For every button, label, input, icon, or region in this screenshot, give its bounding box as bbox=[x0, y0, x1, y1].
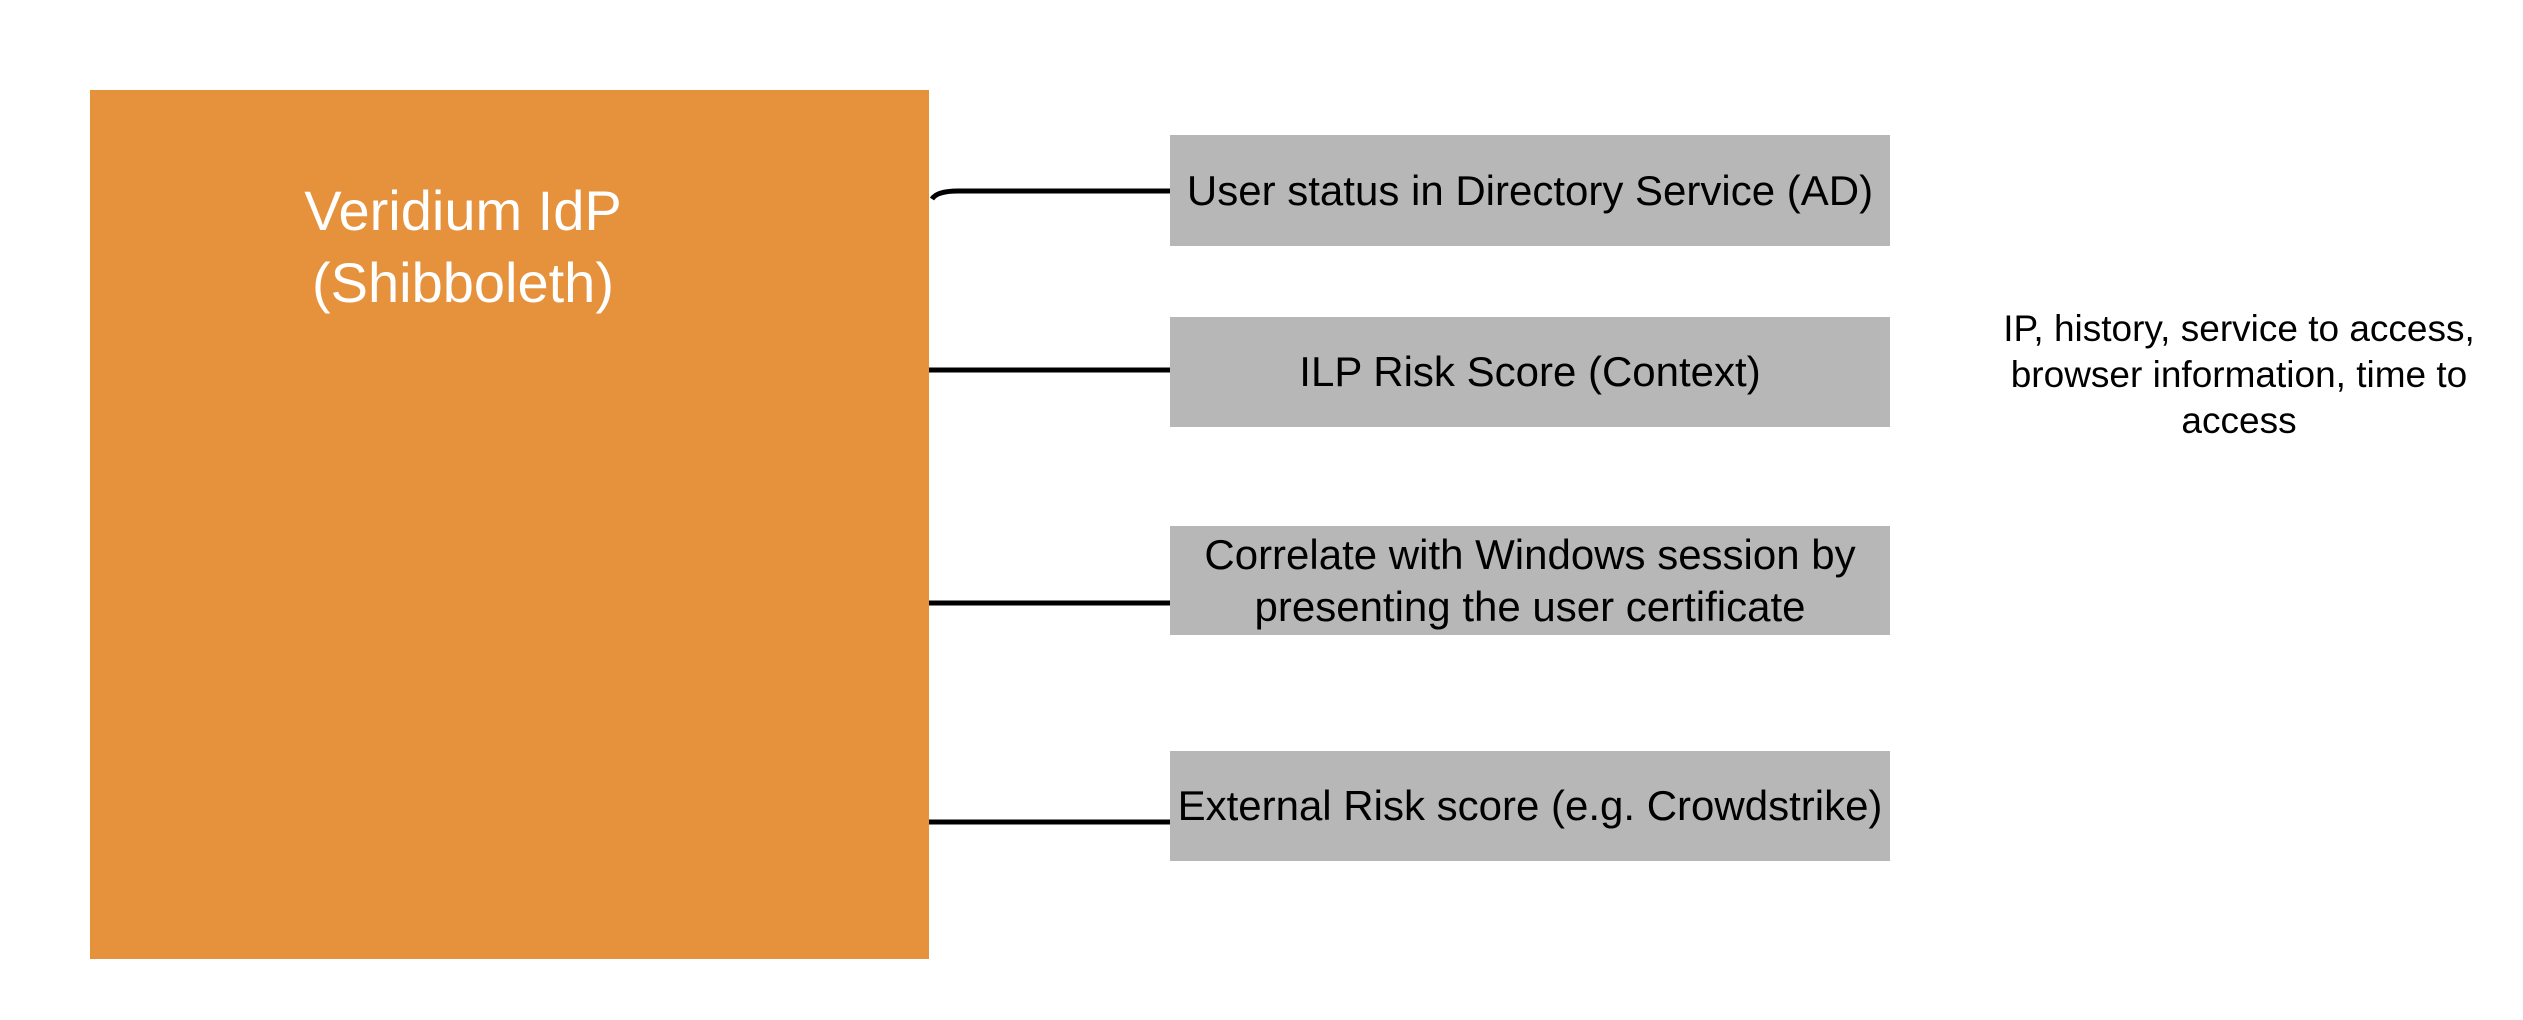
connector-line-1 bbox=[929, 188, 1170, 201]
factor-box-label: ILP Risk Score (Context) bbox=[1299, 348, 1761, 395]
factor-box: User status in Directory Service (AD) bbox=[1170, 135, 1890, 246]
idp-box-label: Veridium IdP (Shibboleth) bbox=[304, 179, 622, 314]
factor-box: External Risk score (e.g. Crowdstrike) bbox=[1170, 751, 1890, 861]
factor-box-label: User status in Directory Service (AD) bbox=[1186, 166, 1874, 214]
annotation-text: IP, history, service to access, browser … bbox=[2003, 308, 2475, 441]
factor-box-label: External Risk score (e.g. Crowdstrike) bbox=[1177, 782, 1883, 829]
idp-box: Veridium IdP (Shibboleth) bbox=[90, 90, 929, 959]
factor-box: Correlate with Windows session by presen… bbox=[1170, 526, 1890, 635]
factor-box-label: Correlate with Windows session by presen… bbox=[1204, 530, 1856, 630]
factor-box: ILP Risk Score (Context) bbox=[1170, 317, 1890, 427]
